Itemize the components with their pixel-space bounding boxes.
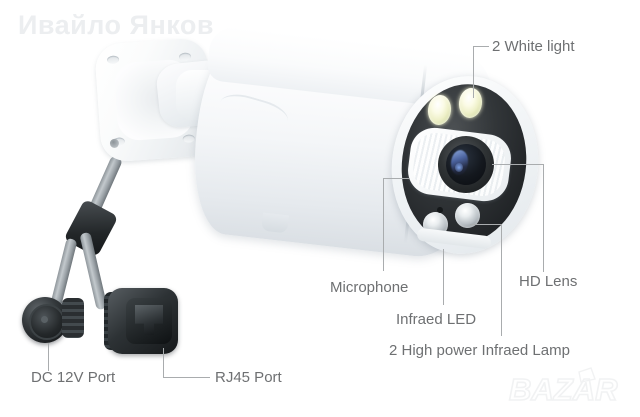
leader-ir-lamp-h: [470, 224, 502, 225]
leader-hd-lens-v: [543, 164, 544, 272]
leader-microphone-v: [383, 178, 384, 271]
label-rj45-port: RJ45 Port: [215, 369, 282, 386]
label-hd-lens: HD Lens: [519, 273, 578, 290]
leader-white-light-v: [473, 46, 474, 98]
leader-ir-lamp-v: [501, 224, 502, 336]
mount-screw-hole: [182, 134, 196, 144]
leader-infrared-led-v: [443, 249, 444, 305]
body-bottom-tab: [261, 212, 289, 234]
mount-screw-hole: [178, 52, 192, 62]
author-watermark: Ивайло Янков: [18, 10, 215, 40]
label-ir-lamp: 2 High power Infraed Lamp: [389, 342, 570, 359]
bazar-watermark: BAZAR: [508, 367, 619, 408]
bazar-watermark-flag: [578, 367, 596, 383]
label-white-light: 2 White light: [492, 38, 575, 55]
dc-connector-pin: [41, 316, 48, 323]
label-dc-port: DC 12V Port: [31, 369, 116, 386]
leader-rj45-port-v: [163, 348, 164, 378]
leader-rj45-port-h: [163, 377, 210, 378]
leader-dc-port-v: [48, 343, 49, 371]
label-infrared-led: Infraed LED: [396, 311, 477, 328]
leader-hd-lens-h: [492, 164, 544, 165]
leader-microphone-h: [383, 178, 409, 179]
dc-connector-ring: [29, 304, 65, 340]
mount-screw-hole: [106, 55, 120, 65]
bazar-watermark-text: BAZAR: [509, 372, 618, 407]
leader-white-light-h: [473, 46, 489, 47]
dc-connector-nut: [62, 298, 84, 338]
label-microphone: Microphone: [330, 279, 409, 296]
mount-screw-dark: [109, 138, 120, 149]
